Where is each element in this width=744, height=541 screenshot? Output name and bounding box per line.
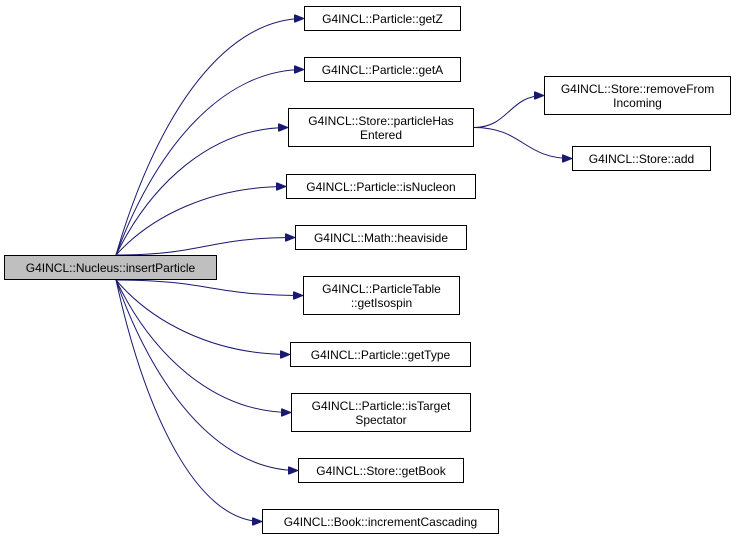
node-label-line-1: G4INCL::Store::removeFrom [560, 81, 715, 96]
node-label: G4INCL::Store::getBook [316, 463, 446, 478]
node-get-type[interactable]: G4INCL::Particle::getType [290, 342, 471, 367]
node-store-add[interactable]: G4INCL::Store::add [572, 146, 711, 171]
edge-root-to-isNucleon [115, 187, 286, 256]
edge-root-to-getA [115, 70, 304, 256]
node-remove-from-incoming[interactable]: G4INCL::Store::removeFrom Incoming [544, 76, 731, 115]
node-label: G4INCL::Book::incrementCascading [283, 514, 478, 529]
edge-root-to-particleHasEntered [115, 128, 288, 256]
node-get-book[interactable]: G4INCL::Store::getBook [298, 458, 464, 483]
node-get-isospin[interactable]: G4INCL::ParticleTable ::getIsospin [303, 276, 460, 315]
edge-root-to-getBook [115, 279, 298, 471]
node-heaviside[interactable]: G4INCL::Math::heaviside [295, 225, 467, 250]
node-label-line-1: G4INCL::Store::particleHas [308, 113, 454, 128]
node-label-line-2: Spectator [355, 412, 407, 427]
edge-root-to-getIsospin [115, 279, 303, 296]
node-label-line-2: Entered [359, 127, 403, 142]
node-label: G4INCL::Particle::getZ [322, 11, 443, 26]
edge-particleHasEntered-to-add [473, 127, 572, 159]
node-label-line-2: ::getIsospin [350, 295, 413, 310]
node-label-line-1: G4INCL::Particle::isTarget [311, 398, 451, 413]
node-root-insert-particle[interactable]: G4INCL::Nucleus::insertParticle [4, 255, 217, 280]
node-label-line-1: G4INCL::ParticleTable [322, 281, 441, 296]
edge-root-to-incrementCascading [115, 279, 262, 522]
edge-root-to-getZ [115, 19, 304, 256]
node-label: G4INCL::Math::heaviside [313, 230, 449, 245]
node-label: G4INCL::Store::add [588, 151, 695, 166]
node-label: G4INCL::Particle::isNucleon [306, 179, 456, 194]
edge-root-to-isTargetSpectator [115, 279, 291, 413]
node-label: G4INCL::Particle::getType [310, 347, 451, 362]
node-particle-has-entered[interactable]: G4INCL::Store::particleHas Entered [288, 108, 474, 147]
node-increment-cascading[interactable]: G4INCL::Book::incrementCascading [262, 509, 499, 534]
node-is-target-spectator[interactable]: G4INCL::Particle::isTarget Spectator [291, 393, 471, 432]
node-label: G4INCL::Particle::getA [321, 62, 444, 77]
node-is-nucleon[interactable]: G4INCL::Particle::isNucleon [286, 174, 476, 199]
edge-particleHasEntered-to-removeFromIncoming [473, 96, 544, 128]
edge-root-to-getType [115, 279, 290, 355]
edge-root-to-heaviside [115, 238, 295, 256]
node-get-z[interactable]: G4INCL::Particle::getZ [304, 6, 461, 31]
node-get-a[interactable]: G4INCL::Particle::getA [304, 57, 461, 82]
node-label: G4INCL::Nucleus::insertParticle [25, 260, 196, 275]
node-label-line-2: Incoming [613, 95, 662, 110]
